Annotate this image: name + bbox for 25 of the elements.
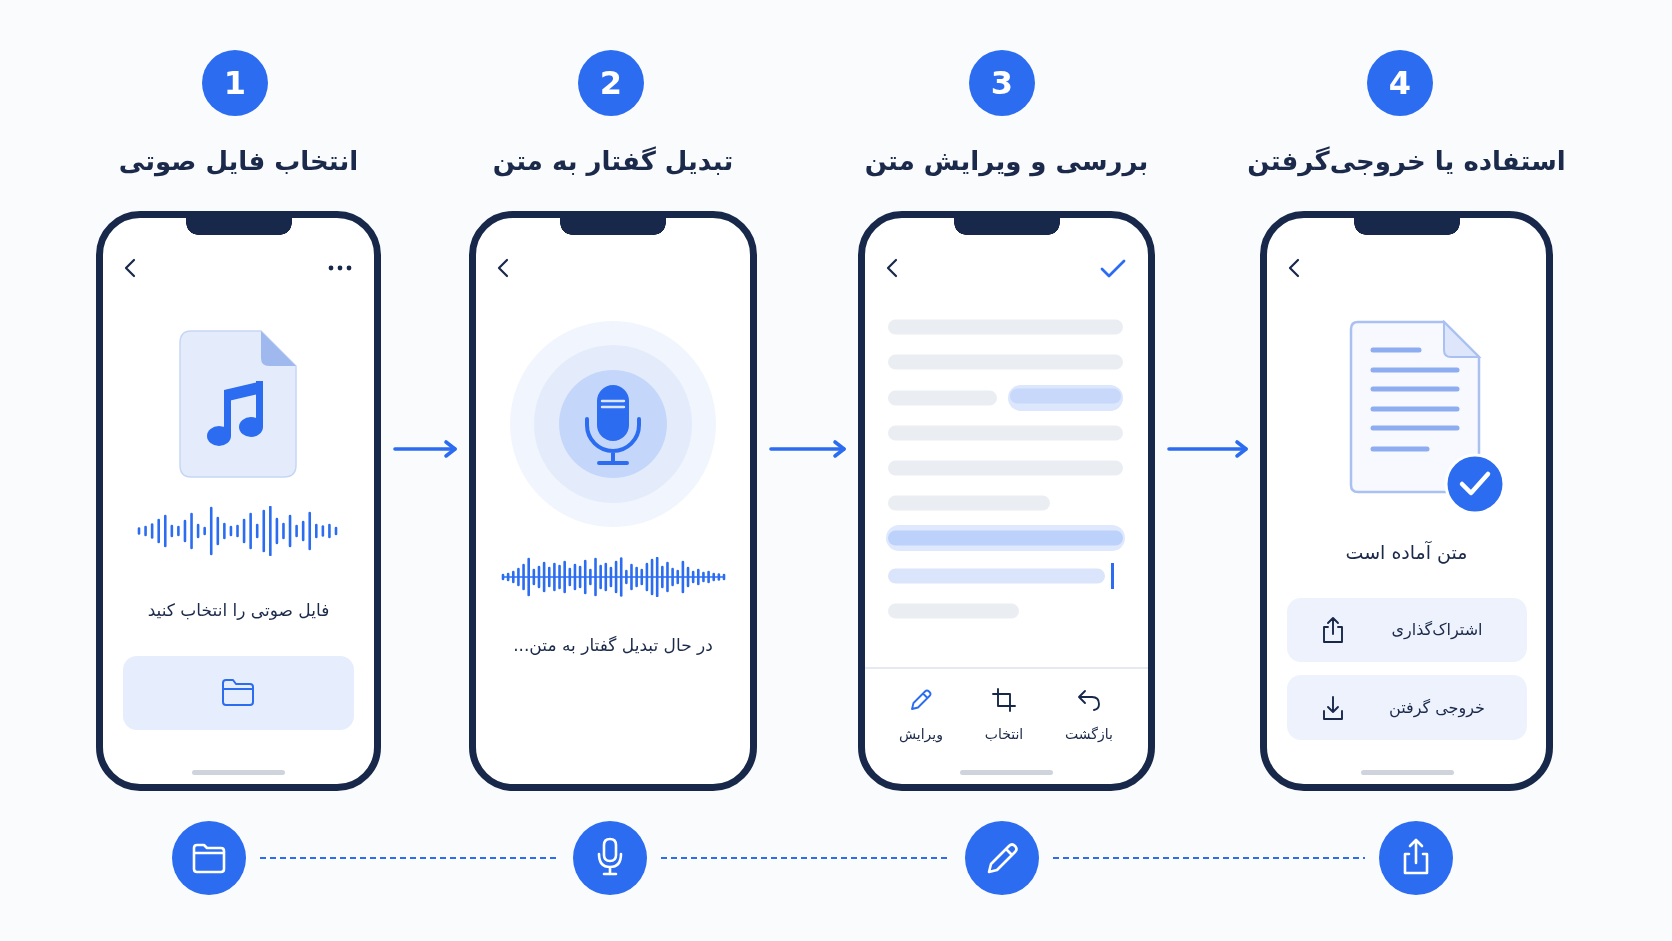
- folder-icon: [172, 821, 246, 895]
- dashed-line: [1053, 856, 1365, 860]
- export-button: خروجی گرفتن: [1287, 675, 1527, 740]
- step-title: استفاده یا خروجی‌گرفتن: [1246, 145, 1567, 179]
- step-number: 1: [202, 50, 268, 116]
- toolbar-label: بازگشت: [1064, 725, 1114, 744]
- arrow: [393, 440, 457, 458]
- step-title: تبدیل گفتار به متن: [491, 145, 735, 179]
- toolbar-label: ویرایش: [898, 725, 944, 745]
- status-text: متن آماده است: [1344, 540, 1469, 566]
- share-button: اشتراک‌گذاری: [1287, 598, 1527, 662]
- step-number: 2: [578, 50, 644, 116]
- step-title: بررسی و ویرایش متن: [863, 145, 1150, 179]
- share-icon: [1379, 821, 1453, 895]
- microphone-icon: [573, 821, 647, 895]
- status-text: در حال تبدیل گفتار به متن...: [512, 634, 714, 657]
- arrow: [769, 440, 846, 458]
- instruction-text: فایل صوتی را انتخاب کنید: [146, 599, 331, 622]
- pencil-icon: [965, 821, 1039, 895]
- step-number: 4: [1367, 50, 1433, 116]
- toolbar-label: انتخاب: [983, 725, 1025, 744]
- step-number: 3: [969, 50, 1035, 116]
- arrow: [1167, 440, 1248, 458]
- step-title: انتخاب فایل صوتی: [117, 145, 360, 179]
- dashed-line: [260, 856, 559, 860]
